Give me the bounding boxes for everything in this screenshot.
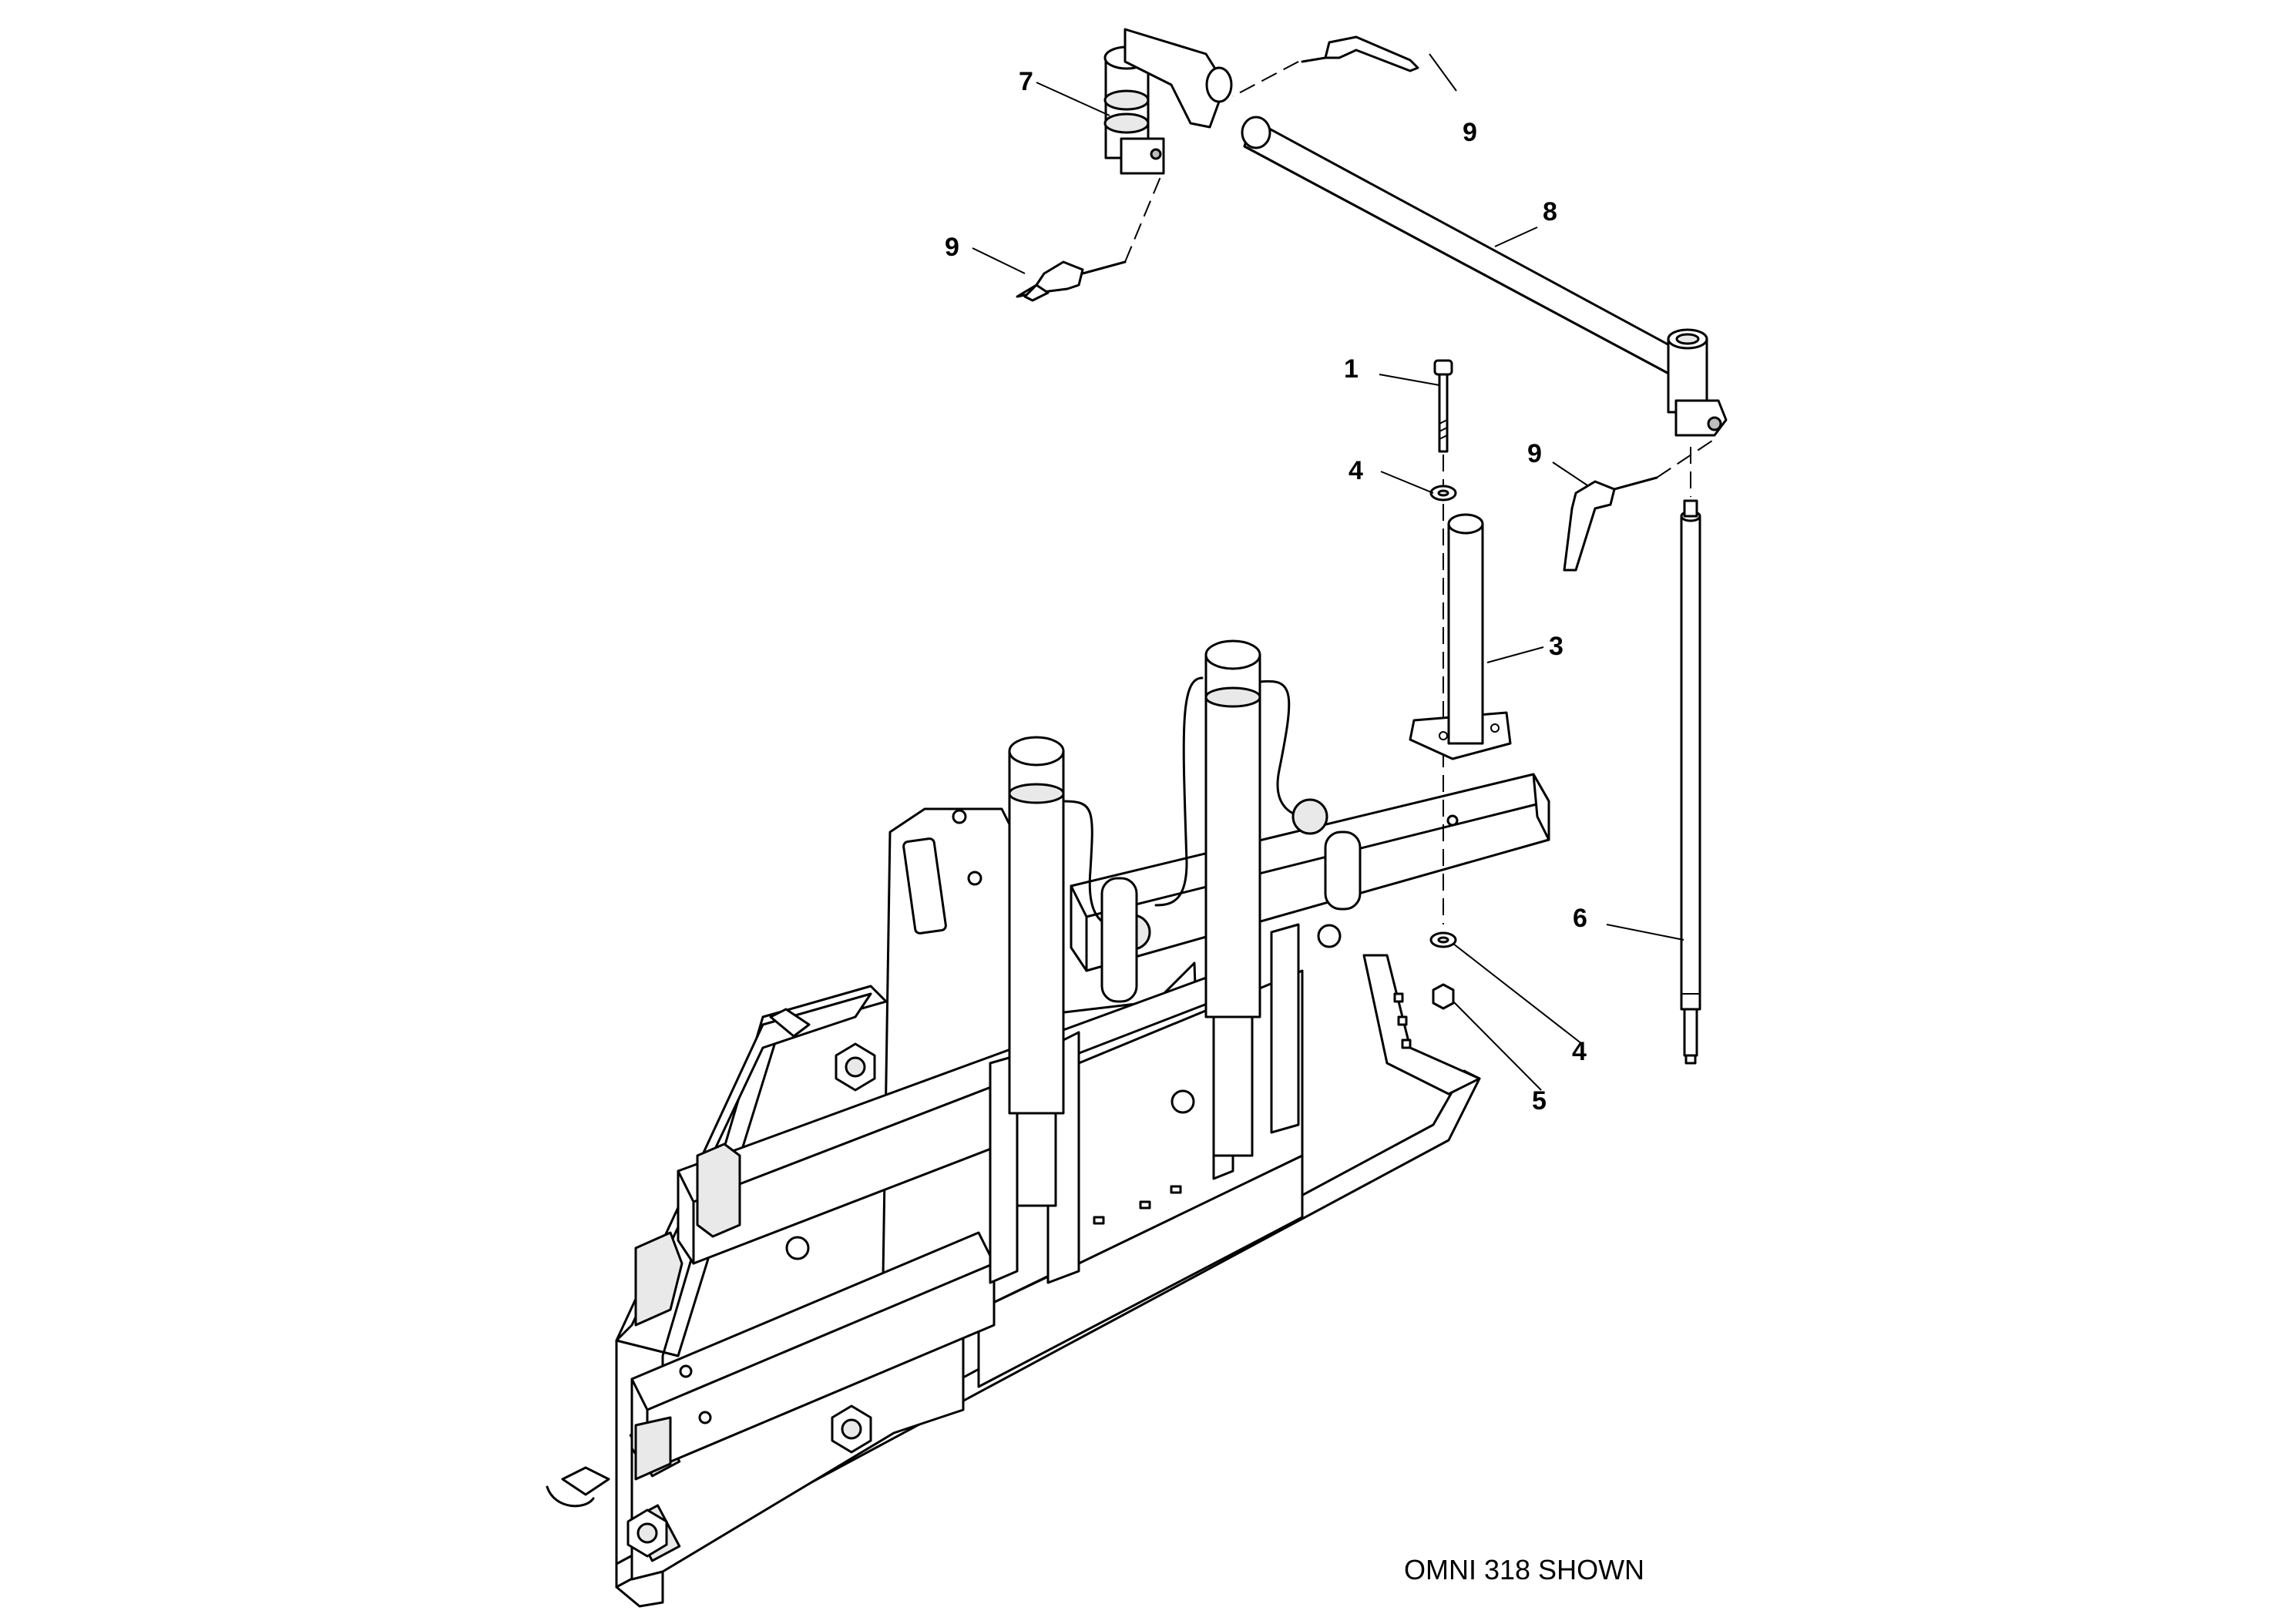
rod xyxy=(1680,499,1701,1065)
hex-nut-a xyxy=(835,1042,876,1092)
washer-bottom xyxy=(1429,931,1457,948)
post xyxy=(1409,513,1512,760)
leader-lines xyxy=(972,53,1684,1091)
clamp-lever-right xyxy=(1563,476,1658,572)
plate-slot xyxy=(902,837,947,934)
callout-washer-top: 4 xyxy=(1349,456,1363,485)
callout-labels: 7 9 8 9 1 4 9 3 6 4 5 xyxy=(945,67,1587,1116)
clamp-lever-top-left xyxy=(1016,260,1127,302)
callout-lever-right: 9 xyxy=(1527,439,1542,468)
mounting-frame xyxy=(546,773,1550,1608)
lower-cross-tube xyxy=(630,1231,996,1473)
washer-top xyxy=(1429,485,1457,502)
callout-lever-top-right: 9 xyxy=(1463,118,1477,147)
callout-nut: 5 xyxy=(1532,1086,1547,1116)
callout-lever-top-left: 9 xyxy=(945,233,959,262)
model-caption: OMNI 318 SHOWN xyxy=(1404,1554,1644,1585)
right-cylinder xyxy=(1154,639,1362,1157)
bolt xyxy=(1433,359,1453,453)
callout-bar: 8 xyxy=(1543,197,1557,226)
clamp-lever-top-right xyxy=(1301,35,1419,72)
callout-bolt: 1 xyxy=(1344,354,1359,384)
callout-washer-bottom: 4 xyxy=(1572,1037,1587,1066)
callout-clamp: 7 xyxy=(1019,67,1033,96)
clamp xyxy=(1103,28,1233,175)
left-cylinder xyxy=(1008,736,1151,1207)
hex-nut-c xyxy=(626,1508,668,1558)
swivel-right xyxy=(1667,328,1728,437)
callout-post: 3 xyxy=(1549,632,1563,661)
locknut xyxy=(1432,983,1455,1010)
hex-nut-b xyxy=(831,1404,872,1454)
crossbar xyxy=(1241,116,1689,379)
callout-rod: 6 xyxy=(1573,904,1587,933)
